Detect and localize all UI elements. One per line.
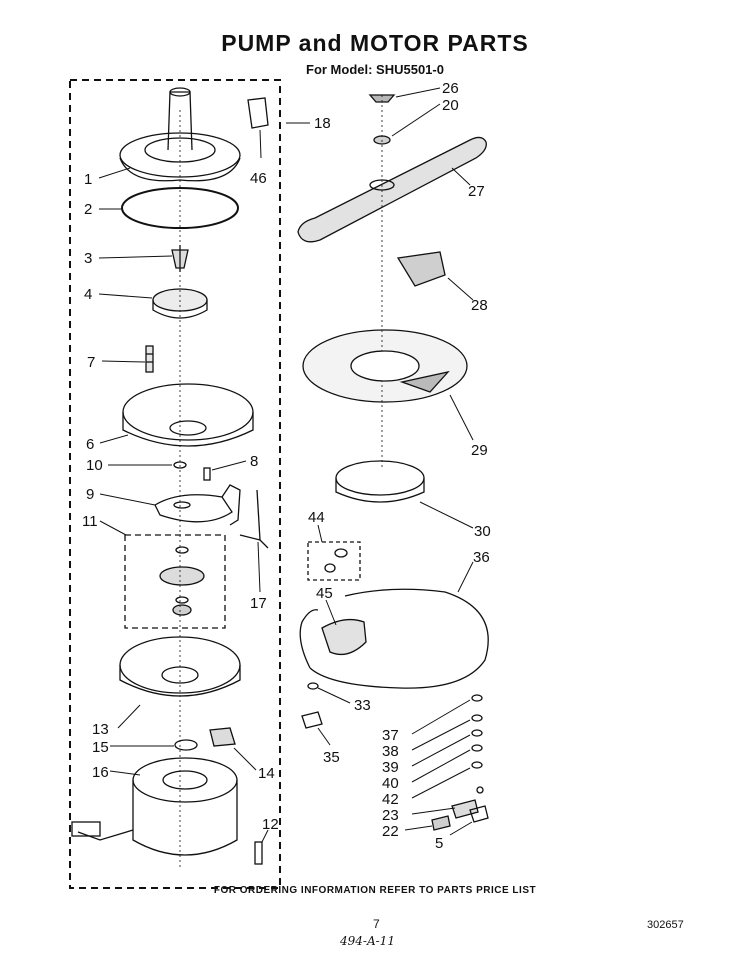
bracket-45-part [321, 618, 367, 656]
bracket-17-part [239, 489, 269, 549]
callout-40: 40 [382, 775, 399, 792]
callout-16: 16 [92, 764, 109, 781]
document-number: 302657 [647, 919, 684, 931]
callout-28: 28 [471, 297, 488, 314]
callout-45: 45 [316, 585, 333, 602]
callout-7: 7 [87, 354, 95, 371]
screw-12-part [254, 841, 263, 865]
washer-15-part [174, 739, 198, 751]
callout-8: 8 [250, 453, 258, 470]
deflector-28-part [396, 251, 446, 287]
callout-18: 18 [314, 115, 331, 132]
kit-44-parts [324, 548, 348, 573]
screw-7-part [145, 345, 154, 373]
pump-base-part [122, 383, 254, 447]
callout-labels: 1 2 3 4 7 6 10 8 9 11 17 13 15 14 16 12 … [82, 80, 491, 852]
block-14-part [209, 727, 236, 747]
callout-46: 46 [250, 170, 267, 187]
motor-mount-part [119, 636, 241, 697]
callout-17: 17 [250, 595, 267, 612]
clip-5-part [469, 805, 489, 823]
callout-44: 44 [308, 509, 325, 526]
callout-9: 9 [86, 486, 94, 503]
callout-23: 23 [382, 807, 399, 824]
nut-33-part [307, 682, 319, 690]
page-title: PUMP and MOTOR PARTS [221, 30, 529, 56]
callout-2: 2 [84, 201, 92, 218]
callout-35: 35 [323, 749, 340, 766]
clip-46-part [247, 97, 269, 129]
callout-22: 22 [382, 823, 399, 840]
callout-30: 30 [474, 523, 491, 540]
callout-1: 1 [84, 171, 92, 188]
callout-5: 5 [435, 835, 443, 852]
clip-35-part [301, 711, 323, 729]
plate-9-part [154, 484, 241, 526]
motor-16-part [71, 757, 238, 856]
callout-26: 26 [442, 80, 459, 97]
model-subtitle: For Model: SHU5501-0 [306, 62, 444, 77]
cap-26-part [368, 94, 396, 103]
callout-12: 12 [262, 816, 279, 833]
kit-11-parts [159, 546, 205, 616]
pump-assembly-frame [69, 79, 281, 889]
callout-3: 3 [84, 250, 92, 267]
callout-37: 37 [382, 727, 399, 744]
callout-20: 20 [442, 97, 459, 114]
o-ring-part [121, 187, 239, 229]
callout-36: 36 [473, 549, 490, 566]
callout-39: 39 [382, 759, 399, 776]
callout-11: 11 [82, 513, 98, 530]
page-number: 7 [373, 917, 380, 931]
nut-20-part [373, 135, 391, 145]
callout-29: 29 [471, 442, 488, 459]
callout-42: 42 [382, 791, 399, 808]
ring-30-part [335, 460, 425, 503]
callout-15: 15 [92, 739, 109, 756]
washer-10-part [173, 461, 187, 469]
leader-lines [98, 87, 474, 843]
callout-10: 10 [86, 457, 103, 474]
callout-33: 33 [354, 697, 371, 714]
kit-44-frame [307, 541, 361, 581]
heater-36-part [299, 588, 489, 689]
kit-11-frame [124, 534, 226, 629]
callout-14: 14 [258, 765, 275, 782]
disc-part [152, 288, 208, 319]
callout-13: 13 [92, 721, 109, 738]
impeller-part [171, 245, 189, 272]
handwritten-note: 494-A-11 [340, 934, 395, 948]
fitting-22-part [431, 815, 451, 831]
hardware-stack-part [471, 694, 484, 794]
ordering-note: FOR ORDERING INFORMATION REFER TO PARTS … [213, 885, 537, 896]
callout-4: 4 [84, 286, 92, 303]
screw-8-part [203, 467, 211, 481]
callout-6: 6 [86, 436, 94, 453]
spray-arm-27-part [297, 136, 487, 243]
callout-27: 27 [468, 183, 485, 200]
filter-screen-29-part [302, 329, 468, 403]
callout-38: 38 [382, 743, 399, 760]
pump-housing-part [119, 87, 241, 182]
